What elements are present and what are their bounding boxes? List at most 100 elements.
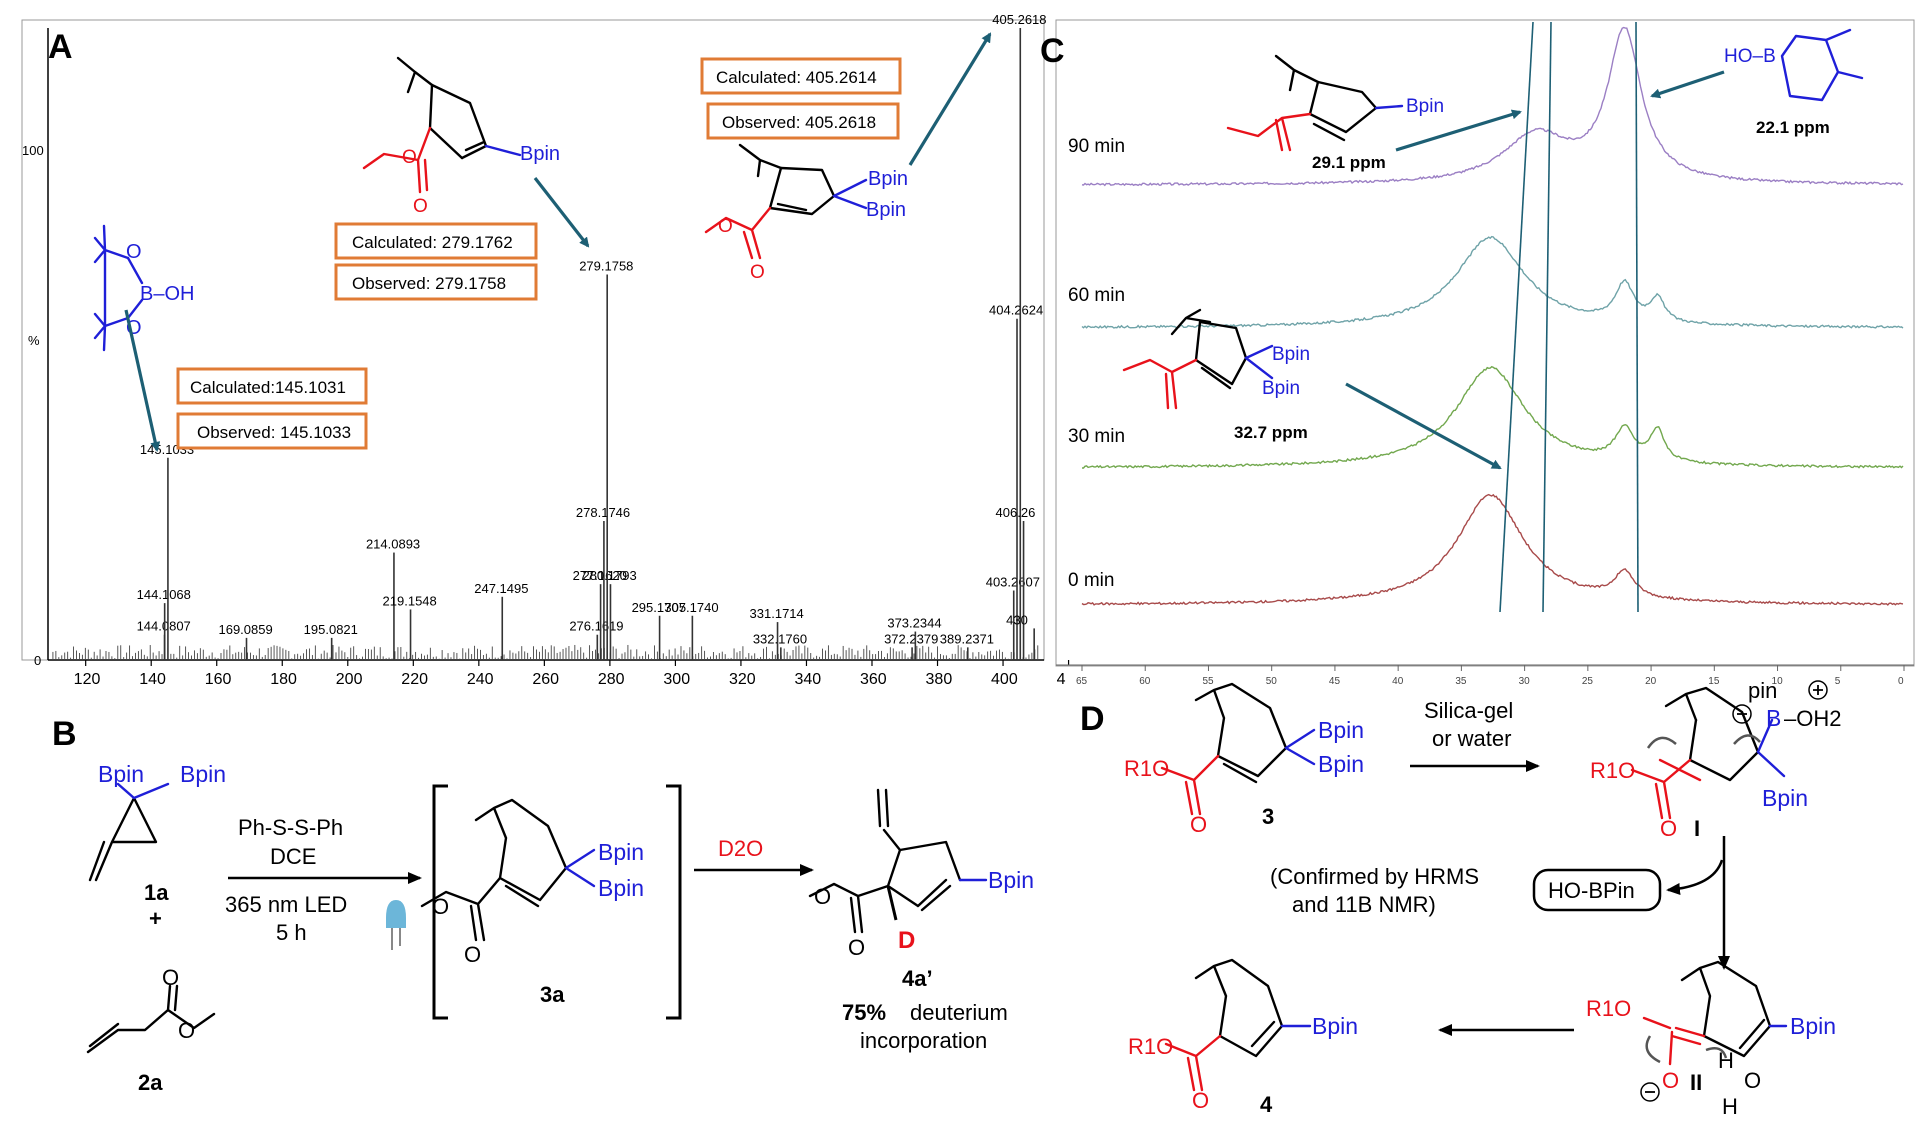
ms-x-tick-label: 140 [139,671,166,688]
o-3a-ester: O [432,894,449,919]
curly-arrow-II-1 [1645,1035,1661,1064]
ms-x-tick-label: 220 [401,671,428,688]
ms-peak-label: 195.0821 [304,622,358,637]
o-I: O [1660,816,1677,841]
deut-pct: 75% [842,1000,886,1025]
curly-arrow-II-2 [1705,1047,1728,1059]
reagent-time: 5 h [276,920,307,945]
d-bond [886,885,898,921]
led-icon [386,900,406,950]
nmr-x-tick-label: 35 [1455,676,1467,687]
intermediate-I: R1O O pin B –OH2 Bpin I [1590,678,1841,841]
bpin-label-c2a: Bpin [1272,344,1310,365]
label-I: I [1694,816,1700,841]
hobpin-byproduct: HO-BPin [1548,878,1635,903]
bpin-label-2b: Bpin [866,199,906,221]
ms-peak-label: 277.1620 [573,568,627,583]
ms-x-tick-label: 240 [467,671,494,688]
bpin-label-2a: Bpin [868,168,908,190]
label-II: II [1690,1070,1702,1095]
ms-y-zero: 0 [34,653,41,668]
r1o-3: R1O [1124,756,1169,781]
bpin-4: Bpin [1312,1013,1358,1039]
deuterium-d: D [898,927,915,954]
ms-peak-label: 430 [1006,612,1028,627]
compound-4: R1O O Bpin 4 [1128,958,1358,1117]
box-obs-145 [176,412,368,450]
trace-label-0: 0 min [1068,570,1114,591]
nmr-trace-line [1081,493,1904,606]
nmr-traces [1081,26,1904,606]
nmr-x-tick-label: 30 [1519,676,1531,687]
ms-noise [52,644,1039,660]
hobpin-structure-c: HO–B [1724,28,1864,102]
ms-peak-label: 280.1793 [582,568,636,583]
ms-x-tick-label: 300 [663,671,690,688]
ms-x-tick-label: 380 [926,671,953,688]
ms-peak-label: 406.26 [996,505,1036,520]
ms-peak-label: 332.1760 [753,631,807,646]
box-calc-145 [176,367,368,405]
arrow-to-22 [1650,70,1725,99]
box-obs-405-text: Observed: 405.2618 [722,113,876,132]
box-calc-279 [334,222,538,260]
structure-c-top: Bpin [1226,54,1444,152]
label-4: 4 [1260,1092,1273,1117]
hobpin-box [1532,868,1662,912]
plus-charge-I [1808,680,1828,700]
label-2a: 2a [138,1070,163,1095]
structure-c-middle: Bpin Bpin [1122,308,1310,410]
ms-peak-label: 279.1758 [579,258,633,273]
ppm-29: 29.1 ppm [1312,153,1386,172]
bpin-1a-a: Bpin [98,761,144,787]
b-I: B [1766,705,1781,731]
reagent-phssph: Ph-S-S-Ph [238,815,343,840]
ms-peak-label: 295.1707 [632,600,686,615]
ppm-22: 22.1 ppm [1756,118,1830,137]
compound-1a: Bpin Bpin 1a + [88,761,226,931]
box-obs-279-text: Observed: 279.1758 [352,274,506,293]
ms-x-tick-label: 180 [270,671,297,688]
curly-arrow-I-1 [1646,736,1677,749]
r1o-I: R1O [1590,758,1635,783]
ms-peak-label: 405.2618 [992,12,1046,27]
ref-line-32 [1499,21,1534,613]
structure-a-right: O O Bpin Bpin [704,143,908,283]
h-II-2: H [1722,1094,1738,1119]
o-4a-ester: O [814,884,831,909]
compound-4a: O O D Bpin 4a’ 75% deuterium incorporati… [808,788,1034,1053]
nmr-x-tick-label: 60 [1139,676,1151,687]
o-ester-1: O [402,147,417,168]
pin-I: pin [1748,678,1777,703]
label-4a: 4a’ [902,966,933,991]
nmr-x-tick-label: 5 [1835,676,1841,687]
minus-charge-I [1732,704,1752,724]
confirm-line1: (Confirmed by HRMS [1270,864,1479,889]
bpin-3-a: Bpin [1318,717,1364,743]
ms-peak-label: 219.1548 [383,593,437,608]
confirm-line2: and 11B NMR) [1292,892,1436,917]
o-carbonyl-2: O [750,262,765,283]
box-obs-145-text: Observed: 145.1033 [197,423,351,442]
arrow-to-29 [1395,109,1522,152]
ms-peak-label: 305.1740 [664,600,718,615]
arrow-d-release [1666,859,1724,895]
box-obs-405 [706,102,900,140]
o-2a-ester: O [178,1018,195,1043]
o-ester-2: O [718,216,733,237]
nmr-x-tick-label: 20 [1645,676,1657,687]
nmr-trace-line [1081,235,1904,329]
compound-3: R1O O Bpin Bpin 3 [1124,682,1364,837]
ms-y-axis-label: % [28,333,40,348]
o-4a-carbonyl: O [848,935,865,960]
nmr-trace-line [1081,26,1904,187]
reagent-led: 365 nm LED [225,892,347,917]
cond-water: or water [1432,726,1511,751]
oh2-I: –OH2 [1784,706,1841,731]
trace-label-90: 90 min [1068,136,1125,157]
ms-peak-label: 214.0893 [366,537,420,552]
